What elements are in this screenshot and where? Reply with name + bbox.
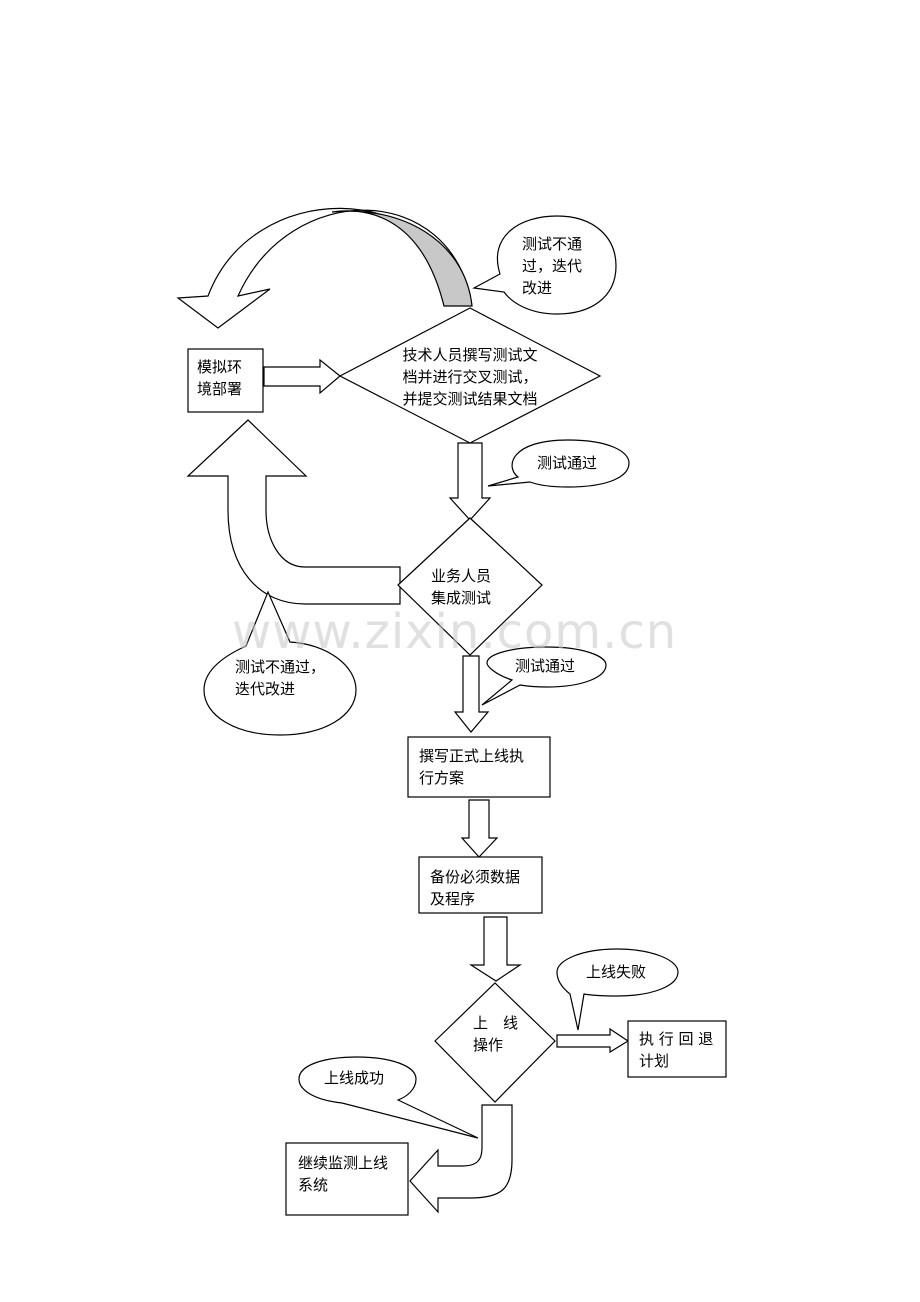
write-plan-box [407, 736, 551, 798]
arrow-plan-to-backup [460, 799, 499, 858]
arrow-sim-to-tech [263, 358, 341, 395]
callout-fail-left-label: 测试不通过， 迭代改进 [235, 658, 326, 698]
callout-fail-left [203, 590, 357, 736]
callout-fail-top [472, 215, 617, 315]
sim-env-box [187, 348, 264, 413]
callout-pass-2 [481, 646, 607, 706]
golive-diamond [434, 982, 556, 1103]
backup-label: 备份必须数据 及程序 [430, 868, 521, 908]
monitor-label: 继续监测上线 系统 [298, 1154, 389, 1194]
arrow-biz-to-plan [453, 655, 490, 733]
arrow-golive-to-monitor [409, 1104, 513, 1214]
callout-fail-top-label: 测试不通 过，迭代 改进 [522, 235, 583, 297]
top-loop-arrow [176, 207, 473, 329]
arrow-backup-to-golive [468, 916, 522, 982]
tech-test-diamond [338, 307, 602, 444]
callout-pass-2-label: 测试通过 [515, 657, 576, 675]
backup-box [418, 856, 543, 914]
golive-label: 上 线 操作 [473, 1014, 519, 1054]
sim-env-label: 模拟环 境部署 [197, 358, 243, 398]
callout-pass-1 [487, 439, 630, 488]
write-plan-label: 撰写正式上线执 行方案 [419, 747, 525, 787]
watermark: www.zixin.com.cn [232, 604, 678, 660]
arrow-golive-to-rollback [556, 1027, 630, 1054]
arrow-tech-to-biz [448, 442, 492, 521]
callout-pass-1-label: 测试通过 [537, 454, 598, 472]
left-return-arrow [186, 419, 401, 605]
callout-live-success-label: 上线成功 [324, 1069, 385, 1087]
callout-live-success [298, 1056, 479, 1139]
tech-test-label: 技术人员撰写测试文 档并进行交叉测试， 并提交测试结果文档 [402, 346, 538, 408]
rollback-box [627, 1020, 727, 1078]
biz-test-label: 业务人员 集成测试 [431, 567, 492, 607]
rollback-label: 执 行 回 退 计划 [639, 1030, 714, 1070]
callout-live-fail-label: 上线失败 [586, 963, 647, 981]
biz-test-diamond [397, 517, 543, 656]
callout-live-fail [556, 948, 679, 1031]
monitor-box [285, 1142, 409, 1216]
